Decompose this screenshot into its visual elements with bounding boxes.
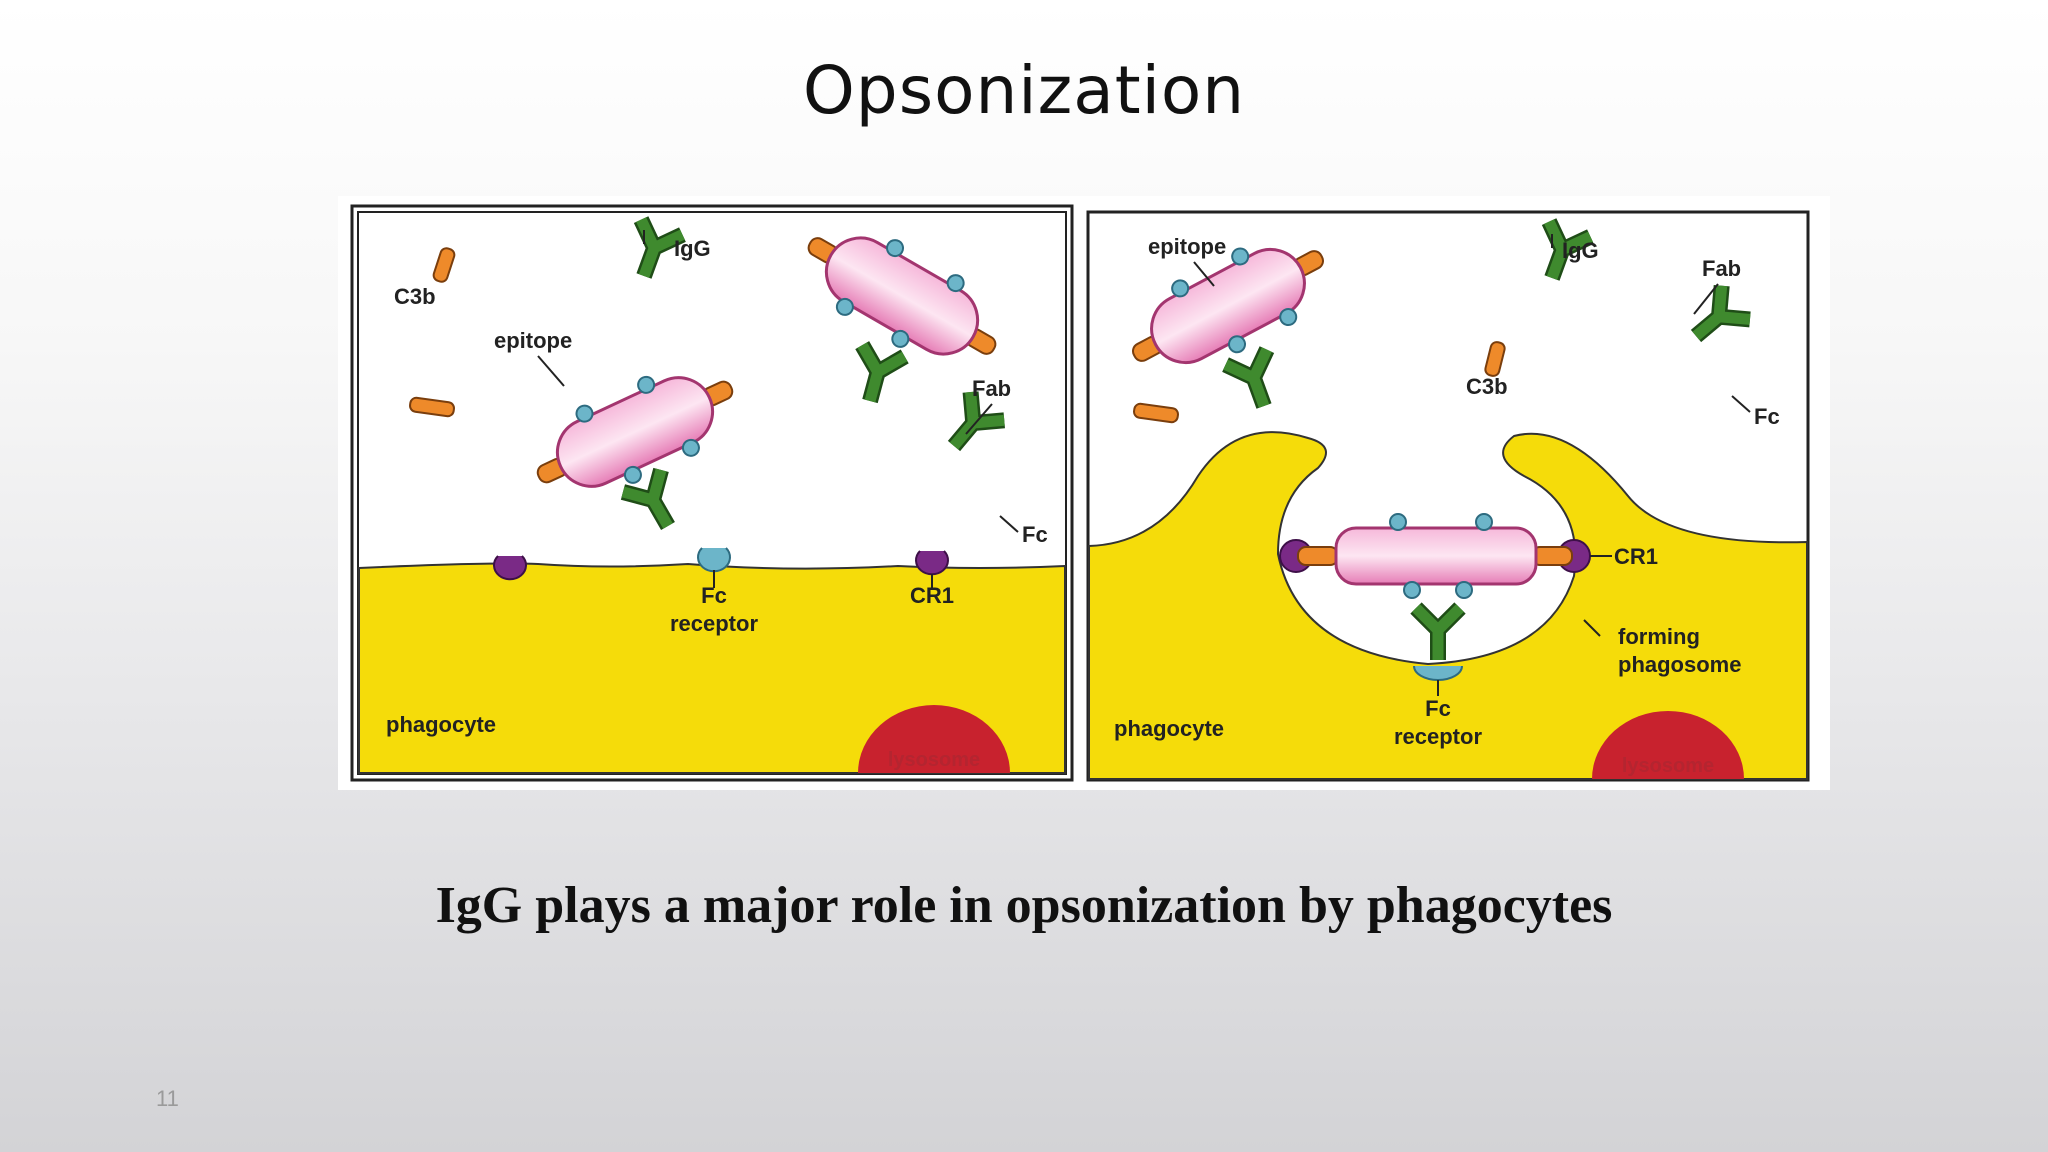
right-fc-receptor-label-2: receptor	[1394, 724, 1482, 749]
left-antigen-1	[536, 375, 734, 488]
left-cr1-label: CR1	[910, 583, 954, 608]
slide-title: Opsonization	[802, 52, 1246, 129]
right-fc-label: Fc	[1754, 404, 1780, 429]
right-phagocyte-label: phagocyte	[1114, 716, 1224, 741]
left-lysosome-label: lysosome	[888, 749, 980, 771]
right-c3b-2	[1133, 402, 1179, 424]
right-epitope-label: epitope	[1148, 234, 1226, 259]
right-antigen-top	[1132, 247, 1324, 365]
right-igg-label: IgG	[1562, 238, 1599, 263]
left-phagocyte-label: phagocyte	[386, 712, 496, 737]
left-fc-receptor	[697, 547, 731, 588]
right-lysosome-label: lysosome	[1622, 755, 1714, 777]
left-antigen-2	[807, 236, 997, 356]
right-fc-receptor	[1413, 665, 1463, 681]
right-cr1-label: CR1	[1614, 544, 1658, 569]
slide-caption: IgG plays a major role in opsonization b…	[435, 877, 1613, 934]
left-cr1-receptor-1	[493, 555, 527, 581]
right-forming-label-1: forming	[1618, 624, 1700, 649]
opsonization-figure: lysosome C3b IgG	[338, 196, 1830, 790]
right-c3b-label: C3b	[1466, 374, 1508, 399]
left-epitope-label: epitope	[494, 328, 572, 353]
left-fc-receptor-label-2: receptor	[670, 611, 758, 636]
left-c3b-2	[409, 396, 455, 418]
right-panel: lysosome epitope	[1086, 210, 1810, 782]
right-engulfed-antigen	[1279, 513, 1591, 599]
right-fc-receptor-label-1: Fc	[1425, 696, 1451, 721]
right-fab-label: Fab	[1702, 256, 1741, 281]
left-c3b-label: C3b	[394, 284, 436, 309]
slide-number: 11	[156, 1086, 179, 1111]
left-fab-label: Fab	[972, 376, 1011, 401]
right-lysosome	[1592, 711, 1744, 779]
left-igg-label: IgG	[674, 236, 711, 261]
left-panel: lysosome C3b IgG	[350, 204, 1074, 782]
right-forming-label-2: phagosome	[1618, 652, 1741, 677]
left-c3b-1	[432, 247, 456, 283]
left-fc-label: Fc	[1022, 522, 1048, 547]
left-cr1-receptor-2	[915, 550, 949, 588]
left-lysosome	[858, 705, 1010, 773]
left-fc-receptor-label-1: Fc	[701, 583, 727, 608]
right-phagocyte	[1088, 431, 1808, 780]
right-c3b-1	[1484, 341, 1506, 377]
